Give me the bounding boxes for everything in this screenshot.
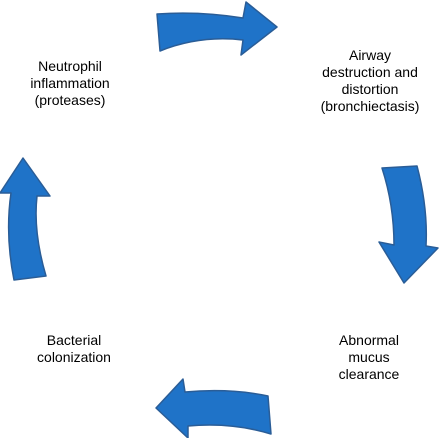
node-bacterial-line-1: Bacterial — [46, 332, 102, 348]
arrow-neutrophil-to-airway — [156, 1, 278, 56]
node-bacterial-colonization: Bacterial colonization — [14, 332, 134, 366]
node-airway-line-1: Airway — [348, 47, 391, 63]
arrow-mucus-to-bacterial — [155, 378, 272, 438]
node-mucus-line-1: Abnormal — [339, 332, 399, 348]
node-airway-destruction: Airway destruction and distortion (bronc… — [300, 47, 440, 115]
arrow-airway-to-mucus — [378, 165, 439, 284]
node-airway-line-4: (bronchiectasis) — [320, 98, 420, 114]
node-airway-line-2: destruction and — [322, 64, 418, 80]
node-mucus-line-3: clearance — [338, 366, 400, 382]
node-neutrophil-line-2: inflammation — [30, 75, 110, 91]
node-abnormal-mucus-clearance: Abnormal mucus clearance — [316, 332, 422, 383]
node-bacterial-line-2: colonization — [37, 349, 111, 365]
node-neutrophil-inflammation: Neutrophil inflammation (proteases) — [0, 58, 140, 109]
node-neutrophil-line-1: Neutrophil — [38, 58, 102, 74]
node-neutrophil-line-3: (proteases) — [34, 92, 106, 108]
arrow-bacterial-to-neutrophil — [0, 157, 51, 281]
node-mucus-line-2: mucus — [348, 349, 390, 365]
node-airway-line-3: distortion — [341, 81, 399, 97]
